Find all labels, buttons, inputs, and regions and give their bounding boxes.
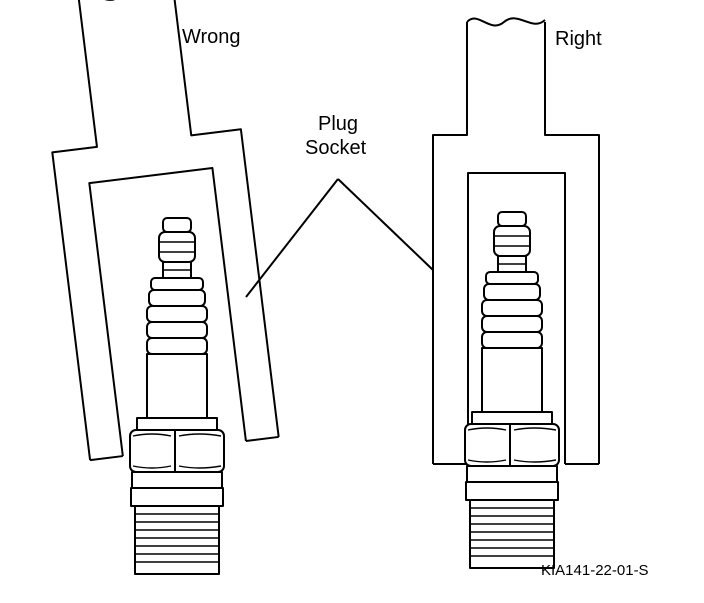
right-label: Right xyxy=(555,28,602,50)
wrong-spark-plug xyxy=(129,217,225,575)
callout-label-line2: Socket xyxy=(305,137,367,159)
callout-leader-lines xyxy=(245,178,434,298)
wrong-plug-socket xyxy=(51,0,280,462)
right-spark-plug xyxy=(464,211,560,569)
right-plug-socket xyxy=(432,17,600,465)
figure-code: KIA141-22-01-S xyxy=(541,562,649,579)
wrong-label: Wrong xyxy=(182,26,241,48)
callout-label-line1: Plug xyxy=(318,113,359,135)
